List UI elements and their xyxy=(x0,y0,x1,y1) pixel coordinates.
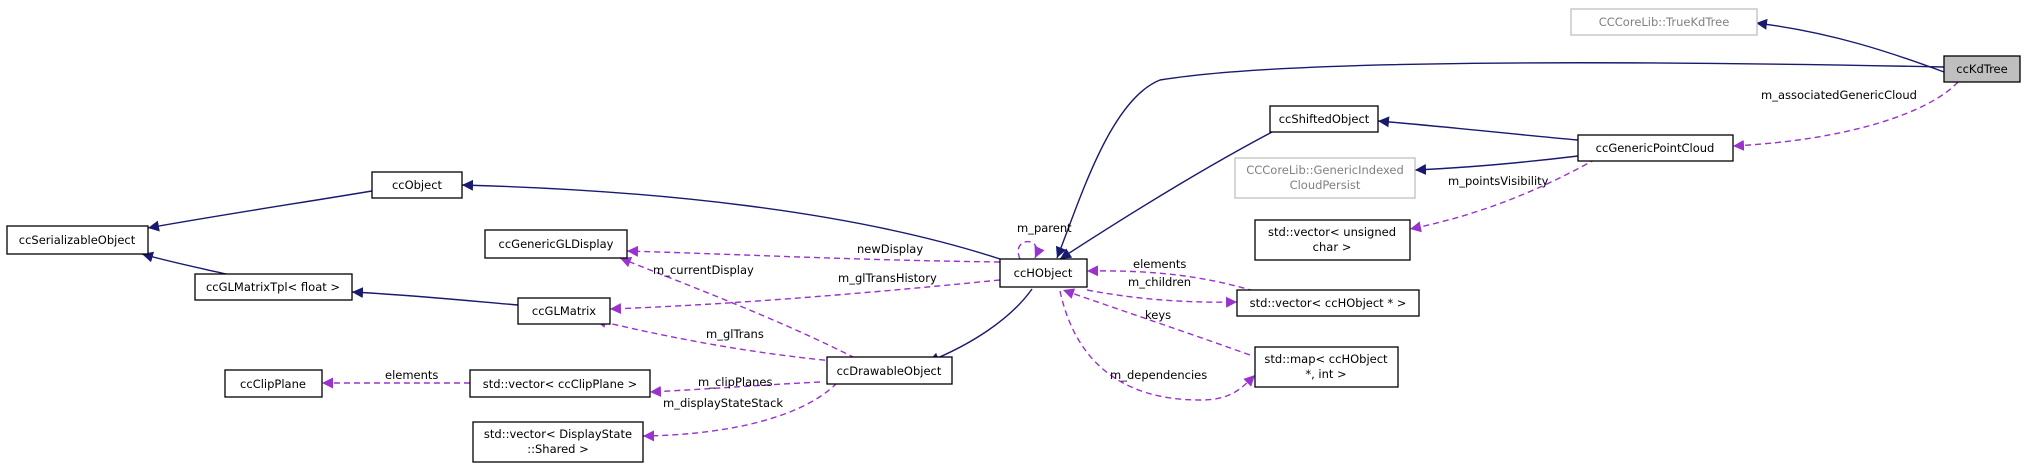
svg-text:ccHObject: ccHObject xyxy=(1014,266,1073,280)
node-serializableobject[interactable]: ccSerializableObject xyxy=(6,225,149,255)
node-clipplane[interactable]: ccClipPlane xyxy=(224,369,323,398)
edge-object-serializableobject xyxy=(147,190,373,232)
svg-text:ccGLMatrix: ccGLMatrix xyxy=(532,304,596,318)
label-m-display-state-stack: m_displayStateStack xyxy=(663,396,783,410)
label-m-associated-generic-cloud: m_associatedGenericCloud xyxy=(1761,88,1917,102)
node-map-hobject[interactable]: std::map< ccHObject *, int > xyxy=(1254,346,1399,388)
edge-hobject-object xyxy=(461,179,1001,260)
edge-glmatrix-drawable-gltrans xyxy=(594,317,856,364)
edge-genericgldisplay-drawable xyxy=(619,256,856,359)
node-vector-hobject[interactable]: std::vector< ccHObject * > xyxy=(1236,289,1420,317)
label-elements-clip: elements xyxy=(385,368,438,382)
node-drawableobject[interactable]: ccDrawableObject xyxy=(826,356,953,385)
edge-glmatrixtpl-serializableobject xyxy=(141,251,231,276)
svg-text:::Shared >: ::Shared > xyxy=(527,442,589,456)
label-m-current-display: m_currentDisplay xyxy=(653,263,754,277)
label-m-children: m_children xyxy=(1128,275,1191,289)
svg-text:ccKdTree: ccKdTree xyxy=(1956,62,2007,76)
edge-hobject-vectorhobject-elements xyxy=(1086,265,1255,292)
edge-uchar-genericpointcloud xyxy=(1409,158,1597,233)
svg-text:ccGLMatrixTpl< float >: ccGLMatrixTpl< float > xyxy=(206,280,340,294)
edge-shiftedobject-hobject xyxy=(1059,131,1273,260)
edge-glmatrix-hobject-transhistory xyxy=(609,279,1001,315)
svg-text:CloudPersist: CloudPersist xyxy=(1290,178,1361,192)
edge-hobject-map-keys xyxy=(1062,288,1251,356)
svg-text:ccShiftedObject: ccShiftedObject xyxy=(1279,112,1370,126)
edge-hobject-hobject-parent xyxy=(1017,240,1045,260)
svg-text:*, int >: *, int > xyxy=(1305,367,1346,381)
svg-text:std::vector< ccClipPlane >: std::vector< ccClipPlane > xyxy=(483,377,638,391)
node-vector-clipplane[interactable]: std::vector< ccClipPlane > xyxy=(469,369,651,398)
edge-genericpointcloud-cckdtree xyxy=(1732,81,1959,151)
edge-vectorhobject-hobject-children xyxy=(1086,289,1238,308)
svg-text:ccObject: ccObject xyxy=(392,178,443,192)
node-cckdtree[interactable]: ccKdTree xyxy=(1943,55,2021,83)
svg-text:std::vector< DisplayState: std::vector< DisplayState xyxy=(484,427,632,441)
edge-cckdtree-hobject xyxy=(1055,62,1945,259)
node-vector-displaystate[interactable]: std::vector< DisplayState ::Shared > xyxy=(472,421,644,463)
node-truekdtree[interactable]: CCCoreLib::TrueKdTree xyxy=(1570,8,1758,36)
node-vector-unsigned-char[interactable]: std::vector< unsigned char > xyxy=(1254,219,1411,261)
edge-vectorclipplane-drawable xyxy=(649,381,821,397)
label-m-parent: m_parent xyxy=(1017,221,1072,235)
svg-text:std::map< ccHObject: std::map< ccHObject xyxy=(1264,352,1388,366)
label-m-dependencies: m_dependencies xyxy=(1110,368,1207,382)
node-object[interactable]: ccObject xyxy=(371,171,463,199)
edge-genericpointcloud-genericindexedcloudpersist xyxy=(1414,155,1579,176)
label-new-display: newDisplay xyxy=(857,242,923,256)
svg-text:ccGenericGLDisplay: ccGenericGLDisplay xyxy=(499,237,614,251)
edge-map-hobject-dependencies xyxy=(1059,290,1256,401)
svg-text:ccClipPlane: ccClipPlane xyxy=(240,377,306,391)
edge-vectordisplaystate-drawable xyxy=(642,382,838,442)
svg-text:CCCoreLib::GenericIndexed: CCCoreLib::GenericIndexed xyxy=(1246,163,1404,177)
label-m-clip-planes: m_clipPlanes xyxy=(698,375,773,389)
label-m-gl-trans-history: m_glTransHistory xyxy=(838,271,937,285)
node-glmatrixtpl[interactable]: ccGLMatrixTpl< float > xyxy=(194,273,353,301)
label-m-gl-trans: m_glTrans xyxy=(706,327,764,341)
svg-text:ccSerializableObject: ccSerializableObject xyxy=(19,233,136,247)
node-hobject[interactable]: ccHObject xyxy=(999,258,1088,288)
node-genericindexedcloudpersist[interactable]: CCCoreLib::GenericIndexed CloudPersist xyxy=(1234,157,1416,199)
svg-text:CCCoreLib::TrueKdTree: CCCoreLib::TrueKdTree xyxy=(1599,15,1730,29)
node-genericgldisplay[interactable]: ccGenericGLDisplay xyxy=(484,229,628,259)
edge-glmatrix-glmatrixtpl xyxy=(351,287,519,306)
label-elements-hobject: elements xyxy=(1133,257,1186,271)
label-m-points-visibility: m_pointsVisibility xyxy=(1448,174,1549,188)
label-keys: keys xyxy=(1145,308,1171,322)
edge-genericgldisplay-hobject xyxy=(626,245,1001,263)
edge-drawableobject-hobject xyxy=(927,288,1033,363)
svg-text:std::vector< ccHObject * >: std::vector< ccHObject * > xyxy=(1250,296,1407,310)
edge-cckdtree-truekdtree xyxy=(1755,18,1945,73)
svg-text:char >: char > xyxy=(1313,240,1352,254)
node-glmatrix[interactable]: ccGLMatrix xyxy=(517,297,611,325)
node-shiftedobject[interactable]: ccShiftedObject xyxy=(1269,105,1379,133)
edge-genericpointcloud-shiftedobject xyxy=(1377,116,1579,141)
node-genericpointcloud[interactable]: ccGenericPointCloud xyxy=(1577,134,1734,162)
svg-text:ccGenericPointCloud: ccGenericPointCloud xyxy=(1596,141,1715,155)
svg-text:ccDrawableObject: ccDrawableObject xyxy=(837,364,942,378)
svg-text:std::vector< unsigned: std::vector< unsigned xyxy=(1268,225,1396,239)
